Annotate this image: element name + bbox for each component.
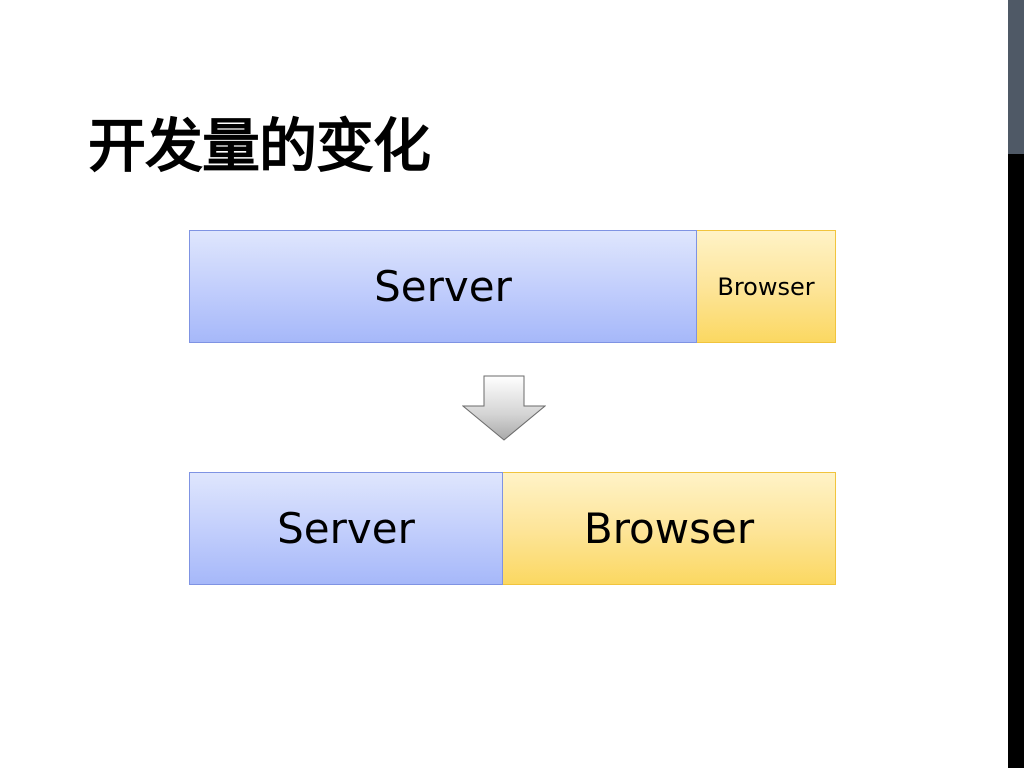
before-share-bar: Server Browser <box>189 230 836 343</box>
slide-title: 开发量的变化 <box>88 112 431 180</box>
side-accent-bar-bottom <box>1008 154 1024 768</box>
after-browser-segment: Browser <box>503 472 836 585</box>
before-server-segment: Server <box>189 230 697 343</box>
before-browser-label: Browser <box>717 272 815 301</box>
side-accent-bar-top <box>1008 0 1024 154</box>
after-server-label: Server <box>277 504 415 553</box>
before-browser-segment: Browser <box>697 230 836 343</box>
before-server-label: Server <box>374 262 512 311</box>
arrow-down-icon <box>462 375 546 441</box>
after-browser-label: Browser <box>583 504 755 553</box>
after-share-bar: Server Browser <box>189 472 836 585</box>
after-server-segment: Server <box>189 472 503 585</box>
